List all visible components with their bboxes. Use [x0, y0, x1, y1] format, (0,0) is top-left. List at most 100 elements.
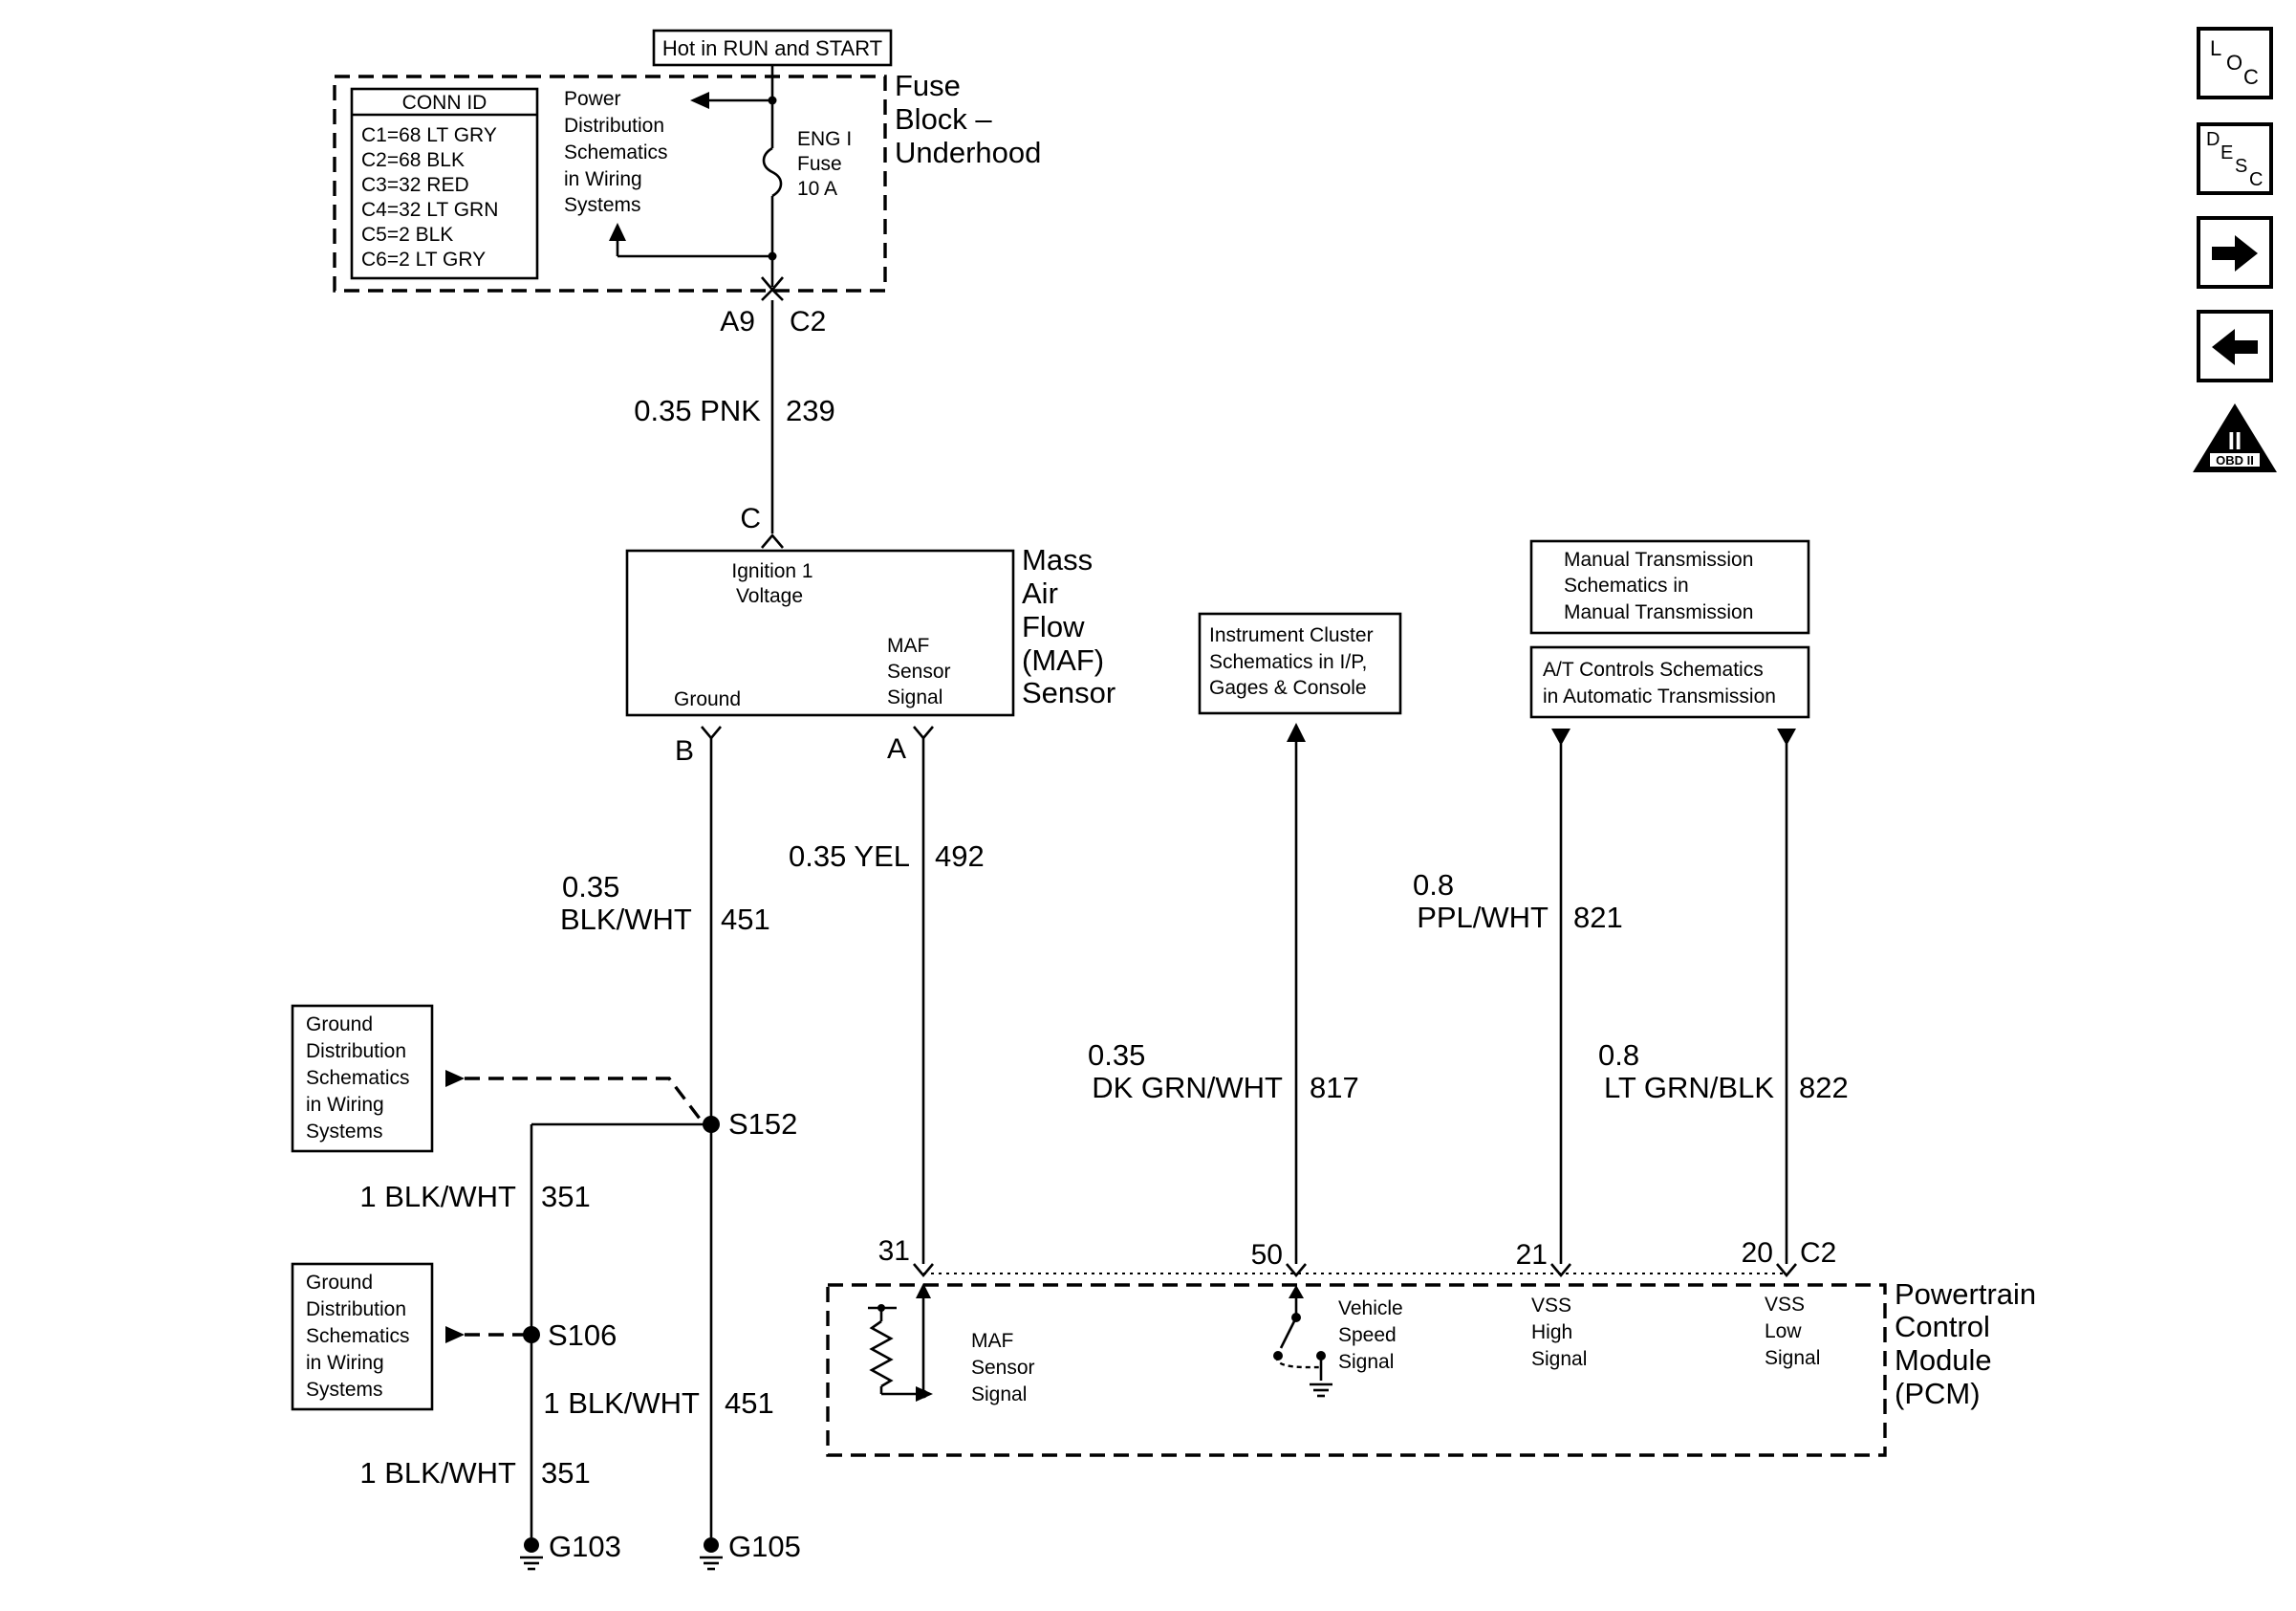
- svg-text:Signal: Signal: [1531, 1348, 1587, 1370]
- svg-text:E: E: [2220, 142, 2233, 163]
- svg-text:Sensor: Sensor: [1022, 676, 1116, 709]
- svg-text:Signal: Signal: [887, 686, 942, 708]
- pcm-pin-31: 31: [878, 1235, 910, 1267]
- svg-text:LT GRN/BLK: LT GRN/BLK: [1604, 1071, 1774, 1104]
- pcm-pin-50: 50: [1251, 1239, 1283, 1271]
- svg-text:Module: Module: [1895, 1343, 1992, 1377]
- svg-text:VSS: VSS: [1765, 1294, 1805, 1316]
- wire-451-circuit: 451: [721, 903, 770, 936]
- description-button[interactable]: D E S C: [2197, 122, 2273, 195]
- svg-text:Schematics: Schematics: [306, 1325, 410, 1347]
- pcm-pin-20: 20: [1742, 1237, 1773, 1269]
- maf-pin-b: B: [675, 735, 694, 767]
- wire-451-label: 0.35 BLK/WHT: [560, 870, 692, 936]
- conn-id-list: C1=68 LT GRY C2=68 BLK C3=32 RED C4=32 L…: [361, 124, 498, 271]
- svg-text:Control: Control: [1895, 1310, 1990, 1343]
- svg-text:C4=32 LT GRN: C4=32 LT GRN: [361, 199, 498, 221]
- vss-high-arrow-icon: [1551, 729, 1570, 746]
- svg-text:Manual Transmission: Manual Transmission: [1564, 601, 1753, 623]
- svg-text:Distribution: Distribution: [564, 115, 664, 137]
- svg-text:S: S: [2235, 156, 2247, 177]
- svg-text:II: II: [2228, 426, 2242, 455]
- wire-817-label: 0.35 DK GRN/WHT: [1088, 1038, 1283, 1104]
- wire-821-circuit: 821: [1573, 901, 1623, 934]
- svg-text:Underhood: Underhood: [895, 136, 1041, 169]
- svg-text:C: C: [2249, 169, 2263, 190]
- pcm-connector-pins: [913, 1263, 1797, 1278]
- svg-text:O: O: [2226, 51, 2242, 75]
- svg-text:C5=2 BLK: C5=2 BLK: [361, 224, 453, 246]
- svg-text:Systems: Systems: [564, 194, 641, 216]
- next-page-button[interactable]: [2197, 216, 2273, 289]
- svg-text:Voltage: Voltage: [736, 585, 803, 607]
- svg-text:in Wiring: in Wiring: [564, 168, 642, 190]
- maf-ground-label: Ground: [674, 688, 741, 710]
- svg-text:Sensor: Sensor: [971, 1357, 1035, 1379]
- wire-492-circuit: 492: [935, 839, 985, 873]
- ground-g103-label: G103: [549, 1530, 621, 1563]
- pcm-name: Powertrain Control Module (PCM): [1895, 1277, 2036, 1410]
- fuse-block-outline: [333, 75, 887, 293]
- svg-text:ENG I: ENG I: [797, 128, 852, 150]
- svg-text:C6=2 LT GRY: C6=2 LT GRY: [361, 249, 486, 271]
- svg-text:Schematics: Schematics: [306, 1067, 410, 1089]
- splice-s152-label: S152: [728, 1107, 797, 1141]
- svg-text:DK GRN/WHT: DK GRN/WHT: [1092, 1071, 1283, 1104]
- maf-sensor-box: [625, 549, 1015, 717]
- svg-text:Systems: Systems: [306, 1379, 383, 1401]
- wire-492-gauge-color: 0.35 YEL: [789, 839, 910, 873]
- svg-text:Air: Air: [1022, 577, 1058, 610]
- svg-text:in Wiring: in Wiring: [306, 1094, 384, 1116]
- svg-text:Distribution: Distribution: [306, 1040, 406, 1062]
- wire-351-b-gauge-color: 1 BLK/WHT: [359, 1456, 516, 1490]
- ground-g105-icon: [700, 1537, 723, 1571]
- ignition-voltage-label: Ignition 1 Voltage: [731, 560, 812, 607]
- svg-text:0.8: 0.8: [1413, 868, 1454, 902]
- svg-text:0.35: 0.35: [1088, 1038, 1145, 1072]
- wire-239-gauge-color: 0.35 PNK: [634, 394, 761, 427]
- power-ref-up-arrow-icon: [609, 223, 626, 241]
- ground-g103-icon: [520, 1537, 543, 1571]
- svg-text:Low: Low: [1765, 1320, 1802, 1342]
- splice-s106-label: S106: [548, 1318, 617, 1352]
- wire-822-circuit: 822: [1799, 1071, 1849, 1104]
- wire-451-b-circuit: 451: [725, 1386, 774, 1420]
- wire-451-b-gauge-color: 1 BLK/WHT: [543, 1386, 700, 1420]
- pcm-vss-high-label: VSS High Signal: [1531, 1295, 1587, 1370]
- svg-text:in Wiring: in Wiring: [306, 1352, 384, 1374]
- svg-text:Signal: Signal: [971, 1383, 1027, 1405]
- ground-g105-label: G105: [728, 1530, 801, 1563]
- pcm-vehicle-speed-signal-label: Vehicle Speed Signal: [1338, 1297, 1403, 1373]
- vss-low-arrow-icon: [1777, 729, 1796, 746]
- maf-pin-a-icon: [913, 726, 934, 741]
- svg-text:(MAF): (MAF): [1022, 643, 1104, 677]
- svg-text:Block –: Block –: [895, 102, 992, 136]
- svg-text:BLK/WHT: BLK/WHT: [560, 903, 692, 936]
- right-arrow-icon: [2212, 235, 2258, 272]
- pcm-outline: [826, 1283, 1887, 1457]
- obd-ii-button[interactable]: II OBD II: [2193, 403, 2277, 472]
- manual-transmission-ref: [1529, 539, 1810, 635]
- wire-817-circuit: 817: [1310, 1071, 1359, 1104]
- wire-822-label: 0.8 LT GRN/BLK: [1598, 1038, 1774, 1104]
- maf-signal-label: MAF Sensor Signal: [887, 635, 951, 708]
- location-button[interactable]: L O C: [2197, 27, 2273, 99]
- pin-a9: A9: [720, 306, 755, 337]
- svg-text:C1=68 LT GRY: C1=68 LT GRY: [361, 124, 497, 146]
- left-arrow-icon: [2212, 329, 2258, 365]
- svg-text:Fuse: Fuse: [797, 153, 842, 175]
- conn-id-title: CONN ID: [402, 92, 487, 114]
- svg-text:Powertrain: Powertrain: [1895, 1277, 2036, 1311]
- ground-distribution-ref-upper: [291, 1004, 434, 1153]
- svg-text:MAF: MAF: [887, 635, 929, 657]
- pcm-pin-21: 21: [1516, 1239, 1548, 1271]
- previous-page-button[interactable]: [2197, 310, 2273, 382]
- pcm-connector-c2: C2: [1800, 1237, 1836, 1269]
- svg-text:Signal: Signal: [1338, 1351, 1394, 1373]
- pcm-vss-switch-icon: [1273, 1285, 1332, 1398]
- at-controls-ref: [1529, 645, 1810, 719]
- fuse-icon: [762, 146, 783, 198]
- instrument-cluster-arrow-icon: [1287, 723, 1306, 742]
- svg-text:Mass: Mass: [1022, 543, 1093, 577]
